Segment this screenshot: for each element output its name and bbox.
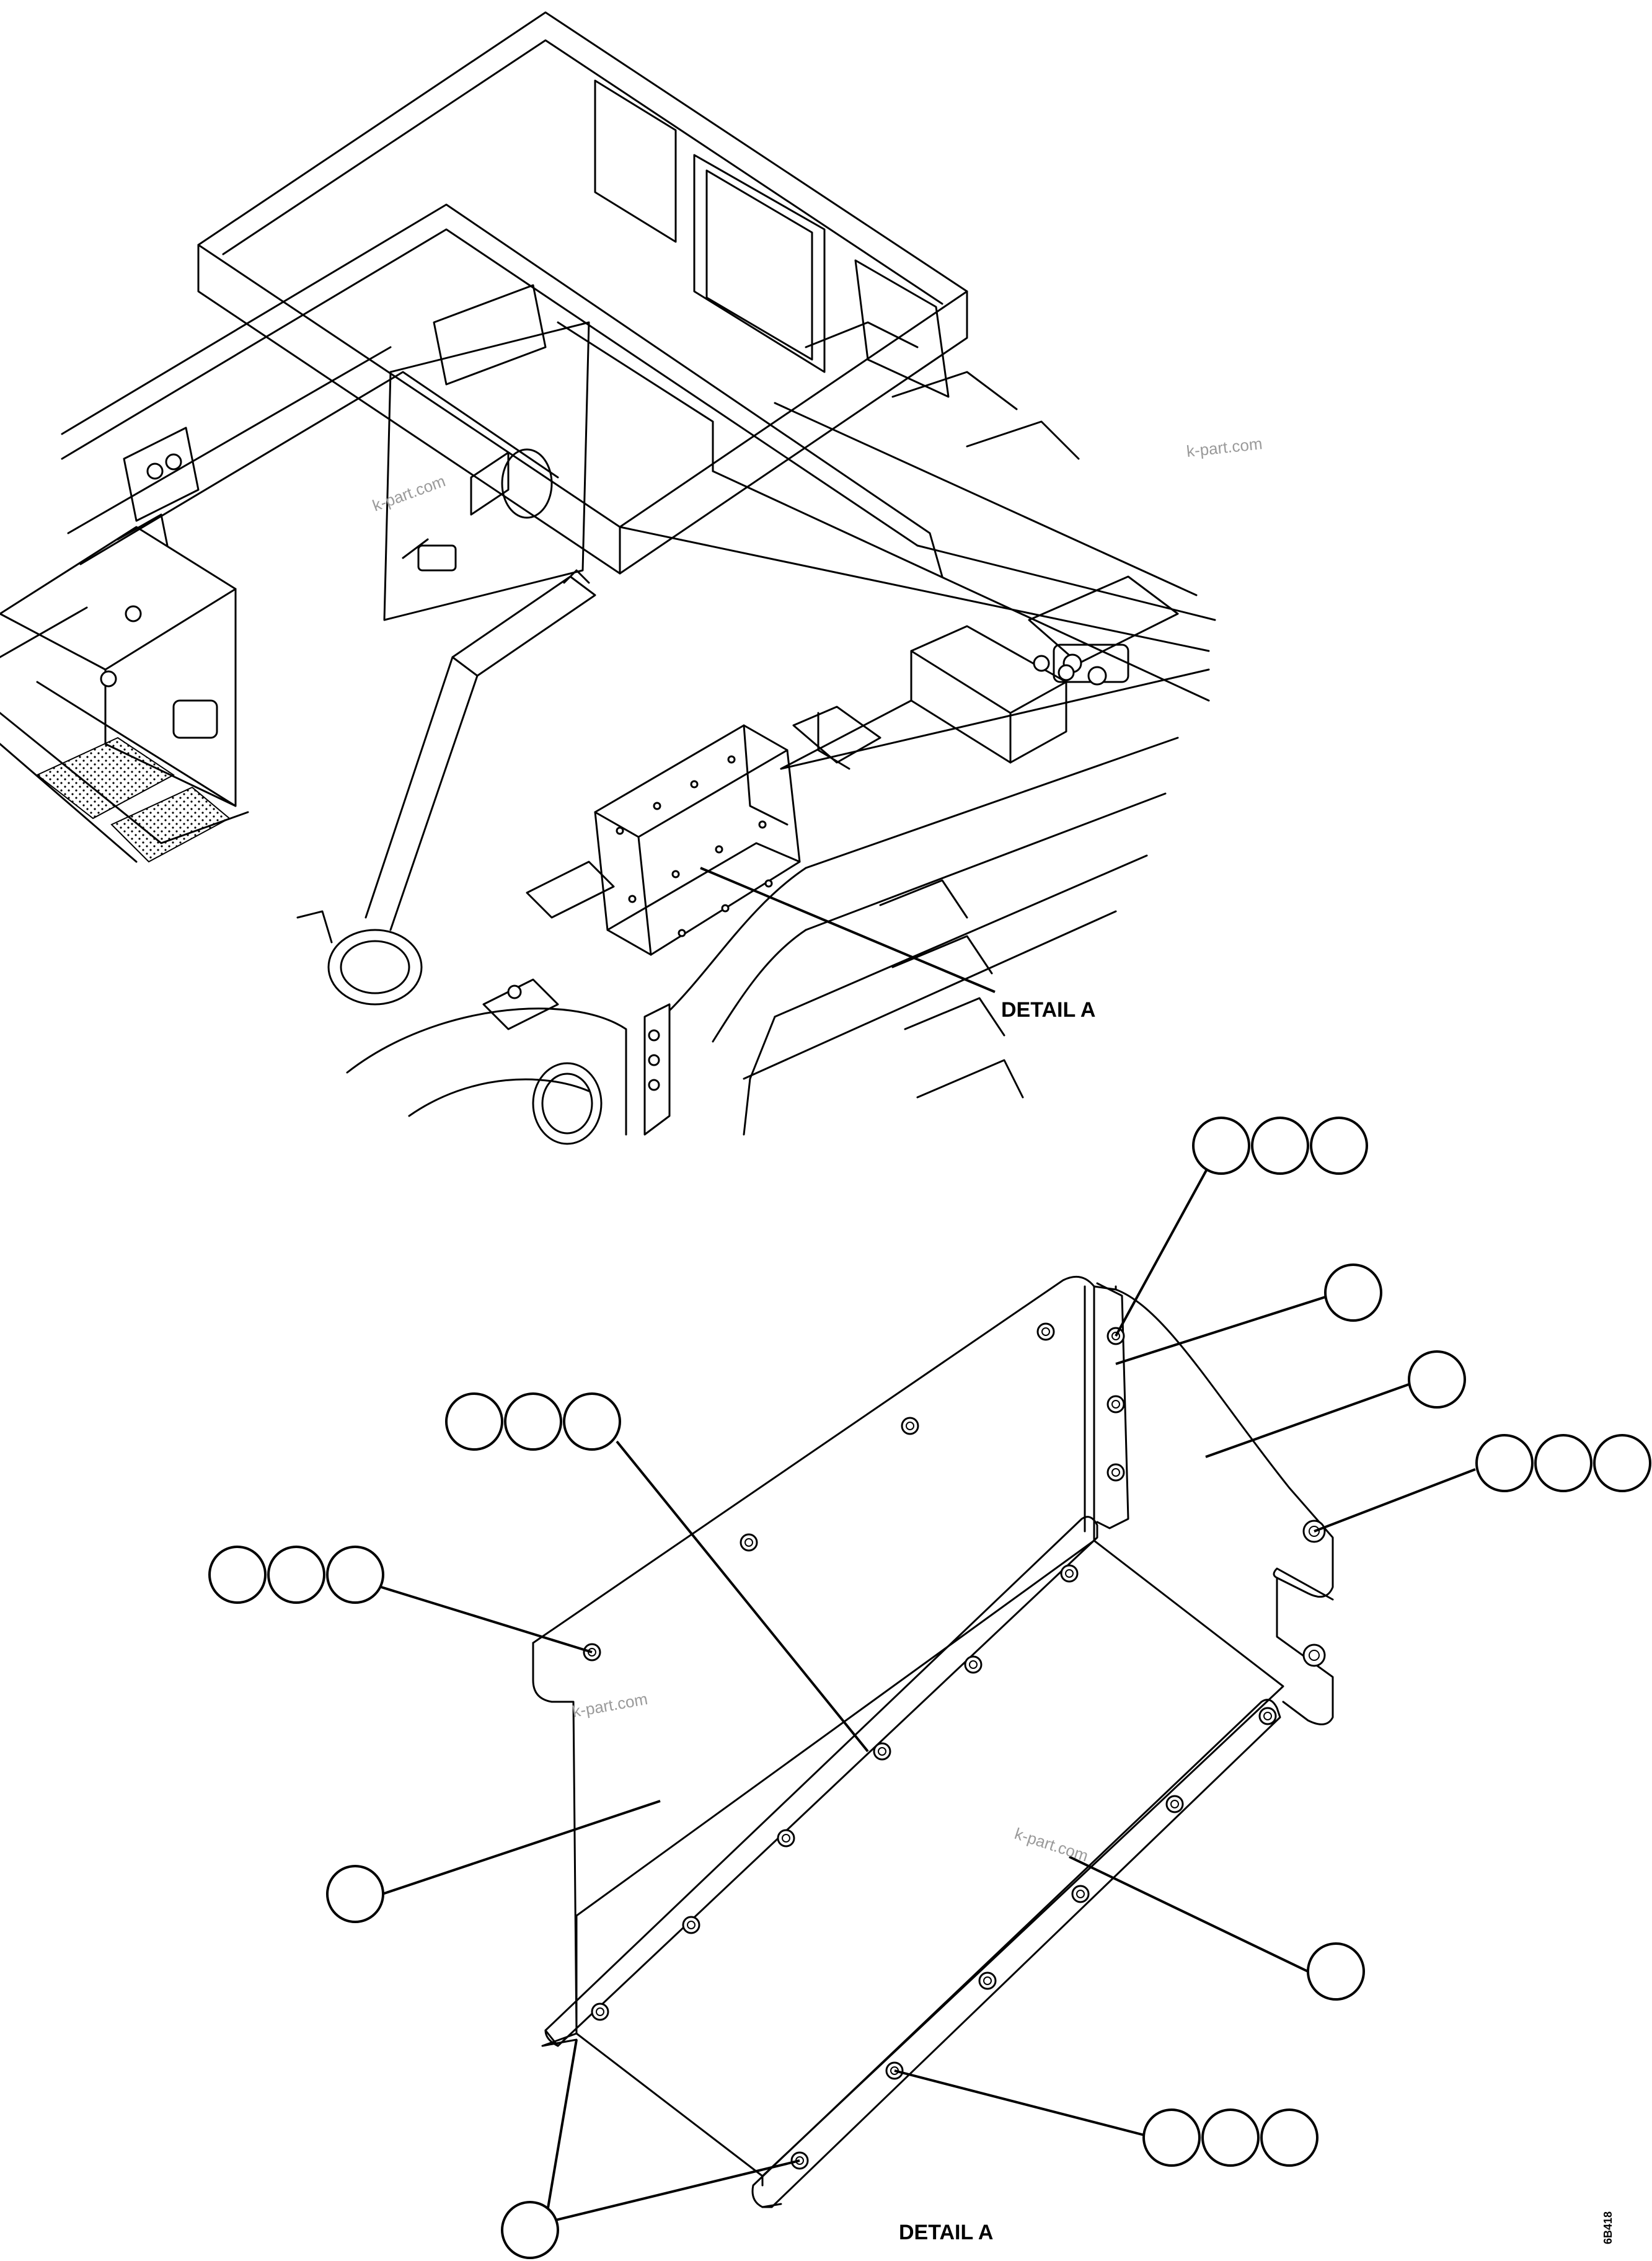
callout-bubble [1307,1942,1365,2001]
watermark: k-part.com [1185,434,1263,461]
watermark: k-part.com [571,1689,649,1721]
drawing-code: 6B418 [1602,2211,1614,2244]
callout-bubble [1324,1263,1382,1322]
callout-group-center [445,1392,621,1451]
machine-overview-drawing: DETAIL A k-part.com k-part.com [0,11,1263,1145]
callout-bubble [1310,1117,1368,1175]
callout-group-top-right [1192,1117,1368,1175]
callout-bubble [326,1865,384,1923]
callout-bubble [1534,1434,1592,1492]
callout-bubble [267,1546,325,1604]
detail-a-label-overview: DETAIL A [1001,998,1095,1022]
detail-a-label: DETAIL A [899,2221,993,2244]
callout-bubble [326,1546,384,1604]
callout-bubble [1142,2108,1201,2167]
callout-bubble [1408,1350,1466,1409]
watermark: k-part.com [1012,1824,1090,1865]
callout-group-right [1475,1434,1651,1492]
callout-bubble [563,1392,621,1451]
callout-bubble [445,1392,503,1451]
callout-group-bottom [1142,2108,1319,2167]
callout-bubble [1251,1117,1309,1175]
callout-group-left [208,1546,384,1604]
callout-bubble [504,1392,562,1451]
callout-bubble [1192,1117,1250,1175]
callout-bubble [1593,1434,1651,1492]
callout-bubble [1201,2108,1260,2167]
detail-a-drawing: DETAIL A 6B418 k-part.com k-part.com [208,1117,1651,2259]
watermark: k-part.com [370,471,448,515]
callout-bubble [1260,2108,1319,2167]
callout-bubble [501,2201,559,2259]
callout-bubble [1475,1434,1534,1492]
callout-bubble [208,1546,267,1604]
